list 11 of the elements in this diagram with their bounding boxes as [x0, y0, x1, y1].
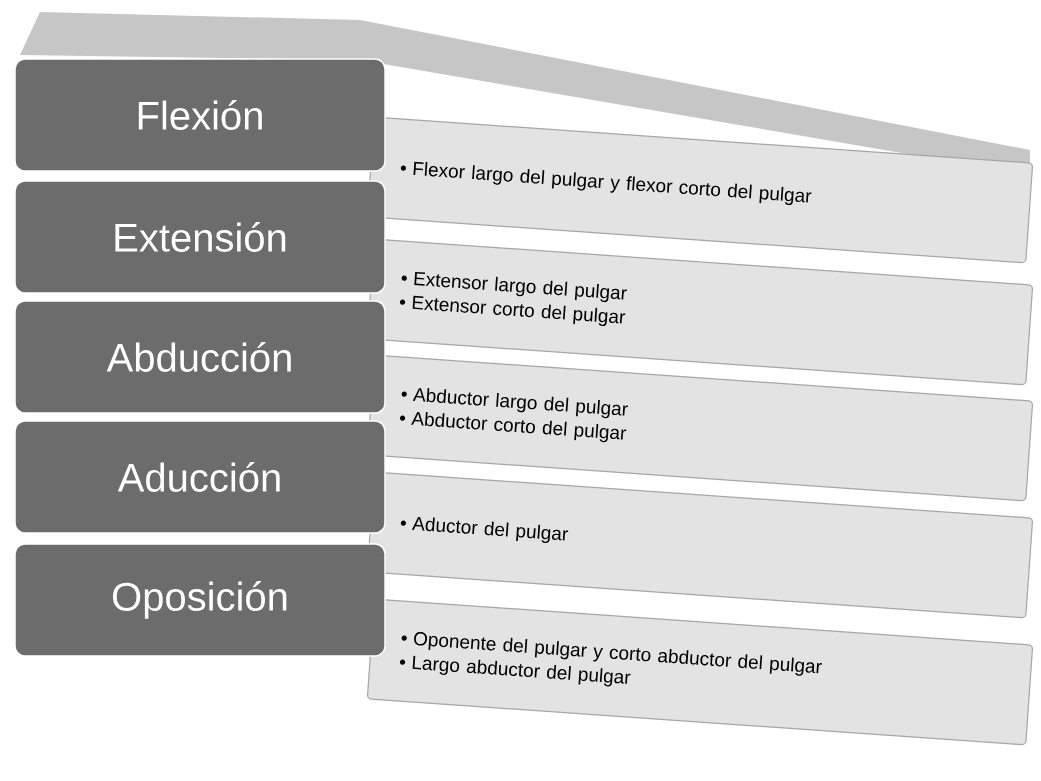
list-box: Aductor del pulgar — [367, 471, 1033, 619]
heading-box: Flexión — [14, 58, 386, 172]
node-label: Aductor del pulgar — [411, 517, 569, 544]
heading-box: Oposición — [14, 543, 386, 657]
list-box: Extensor largo del pulgar Extensor corto del pulgar — [367, 238, 1033, 386]
heading-box: Extensión — [14, 180, 386, 294]
heading-box: Abducción — [14, 300, 386, 414]
list-box: Flexor largo del pulgar y flexor corto del pulgar — [367, 116, 1033, 264]
heading-box: Aducción — [14, 420, 386, 534]
list-box: Abductor largo del pulgar Abductor corto del pulgar — [367, 354, 1033, 502]
list-box: Oponente del pulgar y corto abductor del pulgar Largo abductor del pulgar — [367, 598, 1033, 746]
